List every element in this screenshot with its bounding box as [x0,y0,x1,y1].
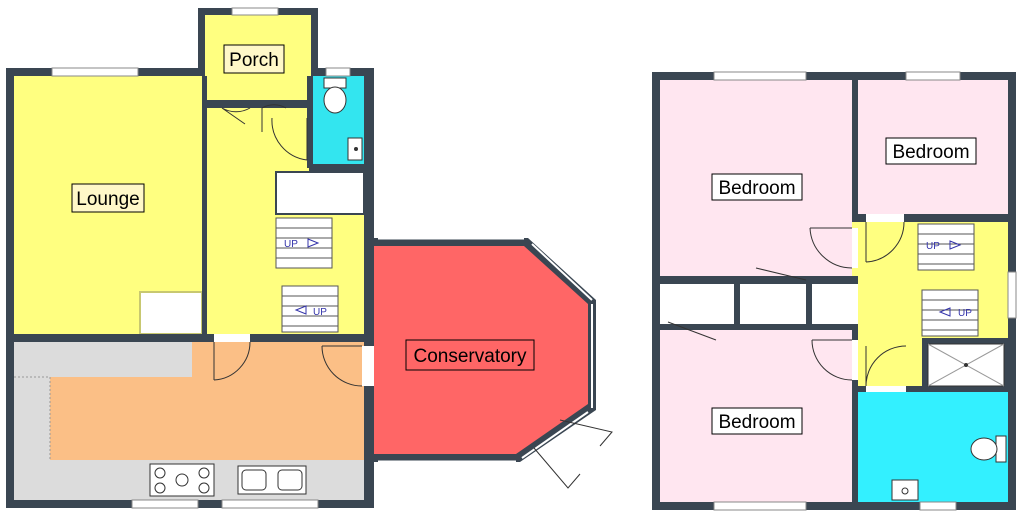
kitchen-worktop [14,342,364,500]
landing-room-lower [852,338,922,388]
basin-icon [347,137,363,161]
bedroom-2-label: Bedroom [892,142,969,163]
bedroom-wall [852,80,858,222]
conservatory-side-windows [521,243,593,459]
bathroom-wall [852,386,1008,392]
cupboard-divider [806,280,812,328]
porch-label-box [223,44,285,74]
stairs-lower: UP [281,285,339,333]
hob-icon [149,463,215,497]
sink-icon [237,465,307,495]
conservatory-door-gap [362,346,374,386]
ground-windows [51,7,351,509]
basin-icon [891,479,919,501]
porch-label: Porch [229,50,279,71]
conservatory-windows [378,236,524,464]
door-swings [213,104,363,387]
stairs-upper: UP [275,217,333,269]
bedroom-1-wall [660,276,858,284]
door-gap [852,340,858,380]
stairs-up-label: UP [284,239,298,250]
cupboard-divider [734,280,740,328]
cupboard-gap [852,284,858,328]
door-gap [866,214,904,222]
shower-icon [927,343,1005,387]
bedroom-3-wall [660,324,858,330]
first-stairs-lower: UP [921,289,979,337]
kitchen-door-gap [214,334,250,342]
bedroom-3-side-wall [852,330,858,502]
shower-wall [922,338,928,392]
conservatory-french-doors [533,419,613,489]
conservatory-label: Conservatory [414,346,527,367]
stairs-up-label: UP [926,241,940,252]
arrow-left-icon [938,307,951,317]
lounge-label-box [71,183,145,213]
arrow-right-icon [307,238,320,248]
toilet-icon [323,77,347,114]
wc-bottom-wall [309,164,364,170]
hall-cupboard [275,171,365,215]
bedroom-2-wall [852,214,1008,222]
toilet-icon [970,435,1007,463]
kitchen-wall [14,334,364,342]
conservatory-label-box [405,339,535,371]
arrow-right-icon [949,240,962,250]
first-floor: UP UP [652,71,1017,511]
arrow-left-icon [294,305,307,315]
ground-floor: UP UP [6,7,613,509]
bedroom-1-label: Bedroom [718,178,795,199]
porch-hall-wall [205,100,311,108]
bedroom-2-label-box [885,137,977,165]
worktop-edge [14,376,51,460]
door-gap [866,386,906,392]
bedroom-1-label-box [711,173,803,201]
first-door-swings [667,221,907,387]
lounge-label: Lounge [76,189,139,210]
bedroom-3-label-box [711,407,803,435]
stairs-up-label: UP [958,308,972,319]
cupboards [660,284,852,324]
wc-wall [307,76,313,168]
door-gap [852,228,858,268]
first-stairs-upper: UP [917,223,975,271]
cupboard [139,291,203,335]
lounge-hall-wall [202,76,207,334]
stairs-up-label: UP [313,307,327,318]
bedroom-3-label: Bedroom [718,412,795,433]
first-windows [713,71,1017,511]
